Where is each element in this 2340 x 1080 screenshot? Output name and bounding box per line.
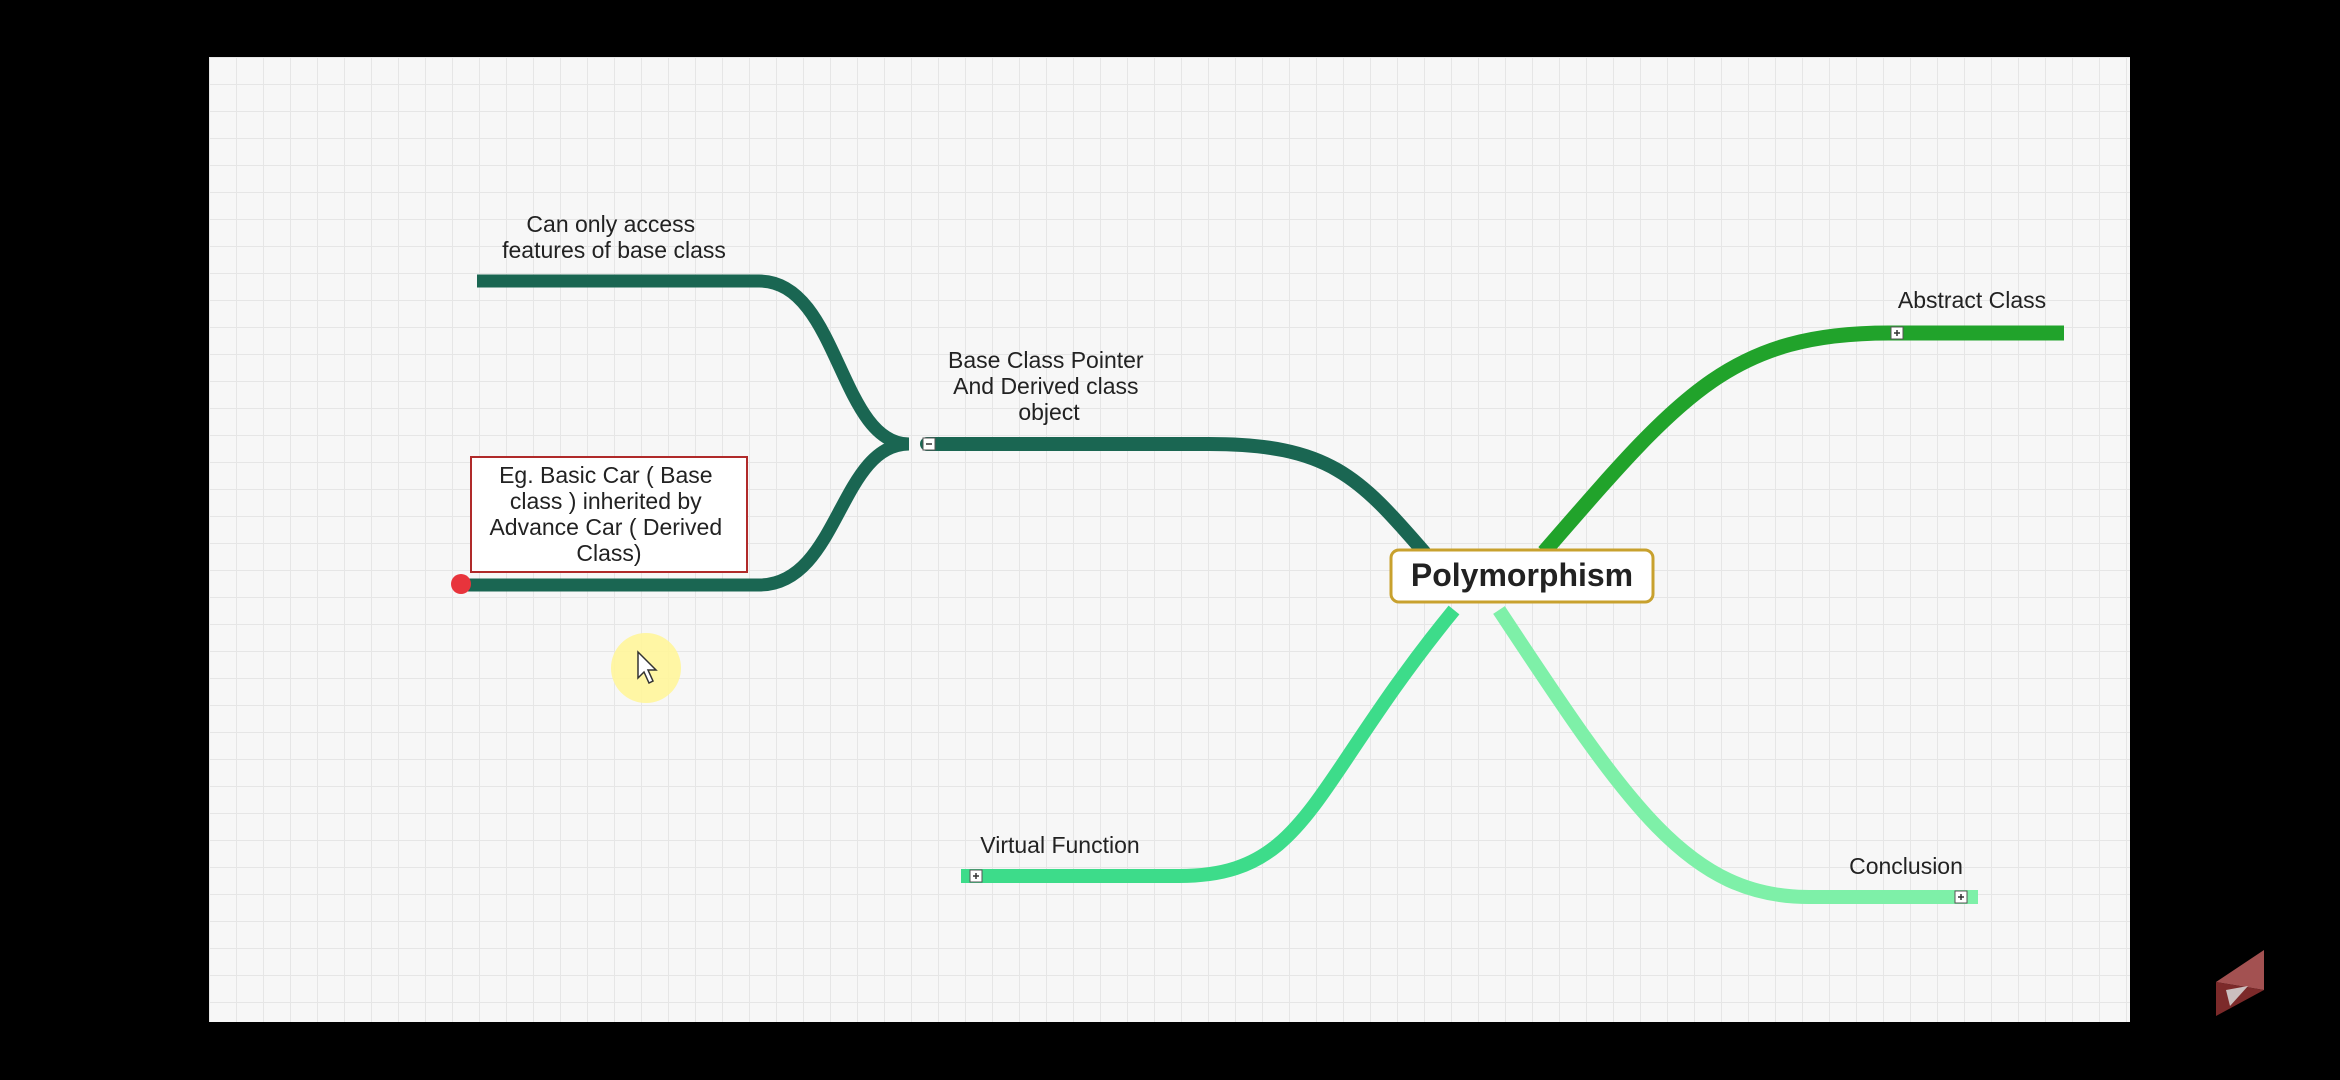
example-label-line-1: Eg. Basic Car ( Base [499, 462, 712, 488]
mind-map-diagram: Polymorphism Base Class Pointer And Deri… [451, 211, 2064, 904]
expand-toggle-conclusion[interactable] [1954, 890, 1968, 904]
can-only-access-label-line-1: Can only access [526, 211, 695, 237]
connector-can-only-access [477, 274, 910, 451]
central-topic-label: Polymorphism [1411, 557, 1633, 593]
example-label-line-4: Class) [576, 540, 641, 566]
selection-handle[interactable] [451, 574, 471, 594]
base-pointer-label[interactable]: Base Class Pointer And Derived class obj… [948, 347, 1150, 425]
connector-virtual-function [961, 605, 1460, 883]
abstract-class-label[interactable]: Abstract Class [1898, 287, 2046, 313]
connector-example [460, 437, 910, 592]
central-topic-node[interactable]: Polymorphism [1389, 548, 1655, 604]
example-label: Eg. Basic Car ( Base class ) inherited b… [489, 462, 728, 566]
watermark-logo-icon [2216, 950, 2264, 1016]
connector-base-pointer [920, 437, 1431, 559]
can-only-access-label-line-2: features of base class [502, 237, 726, 263]
base-pointer-label-line-1: Base Class Pointer [948, 347, 1144, 373]
base-pointer-label-line-2: And Derived class [953, 373, 1138, 399]
can-only-access-label[interactable]: Can only access features of base class [502, 211, 726, 263]
example-label-line-3: Advance Car ( Derived [489, 514, 722, 540]
conclusion-label[interactable]: Conclusion [1849, 853, 1963, 879]
example-label-line-2: class ) inherited by [510, 488, 702, 514]
connector-abstract-class [1538, 325, 2064, 557]
mind-map-canvas[interactable]: Polymorphism Base Class Pointer And Deri… [209, 57, 2130, 1022]
connector-conclusion [1493, 606, 1978, 904]
example-node[interactable]: Eg. Basic Car ( Base class ) inherited b… [470, 456, 748, 573]
base-pointer-label-line-3: object [1018, 399, 1080, 425]
expand-toggle-abstract-class[interactable] [1890, 326, 1904, 340]
collapse-toggle-base-pointer[interactable] [922, 437, 936, 451]
expand-toggle-virtual-function[interactable] [969, 869, 983, 883]
virtual-function-label[interactable]: Virtual Function [980, 832, 1139, 858]
mouse-pointer-icon [637, 650, 658, 685]
